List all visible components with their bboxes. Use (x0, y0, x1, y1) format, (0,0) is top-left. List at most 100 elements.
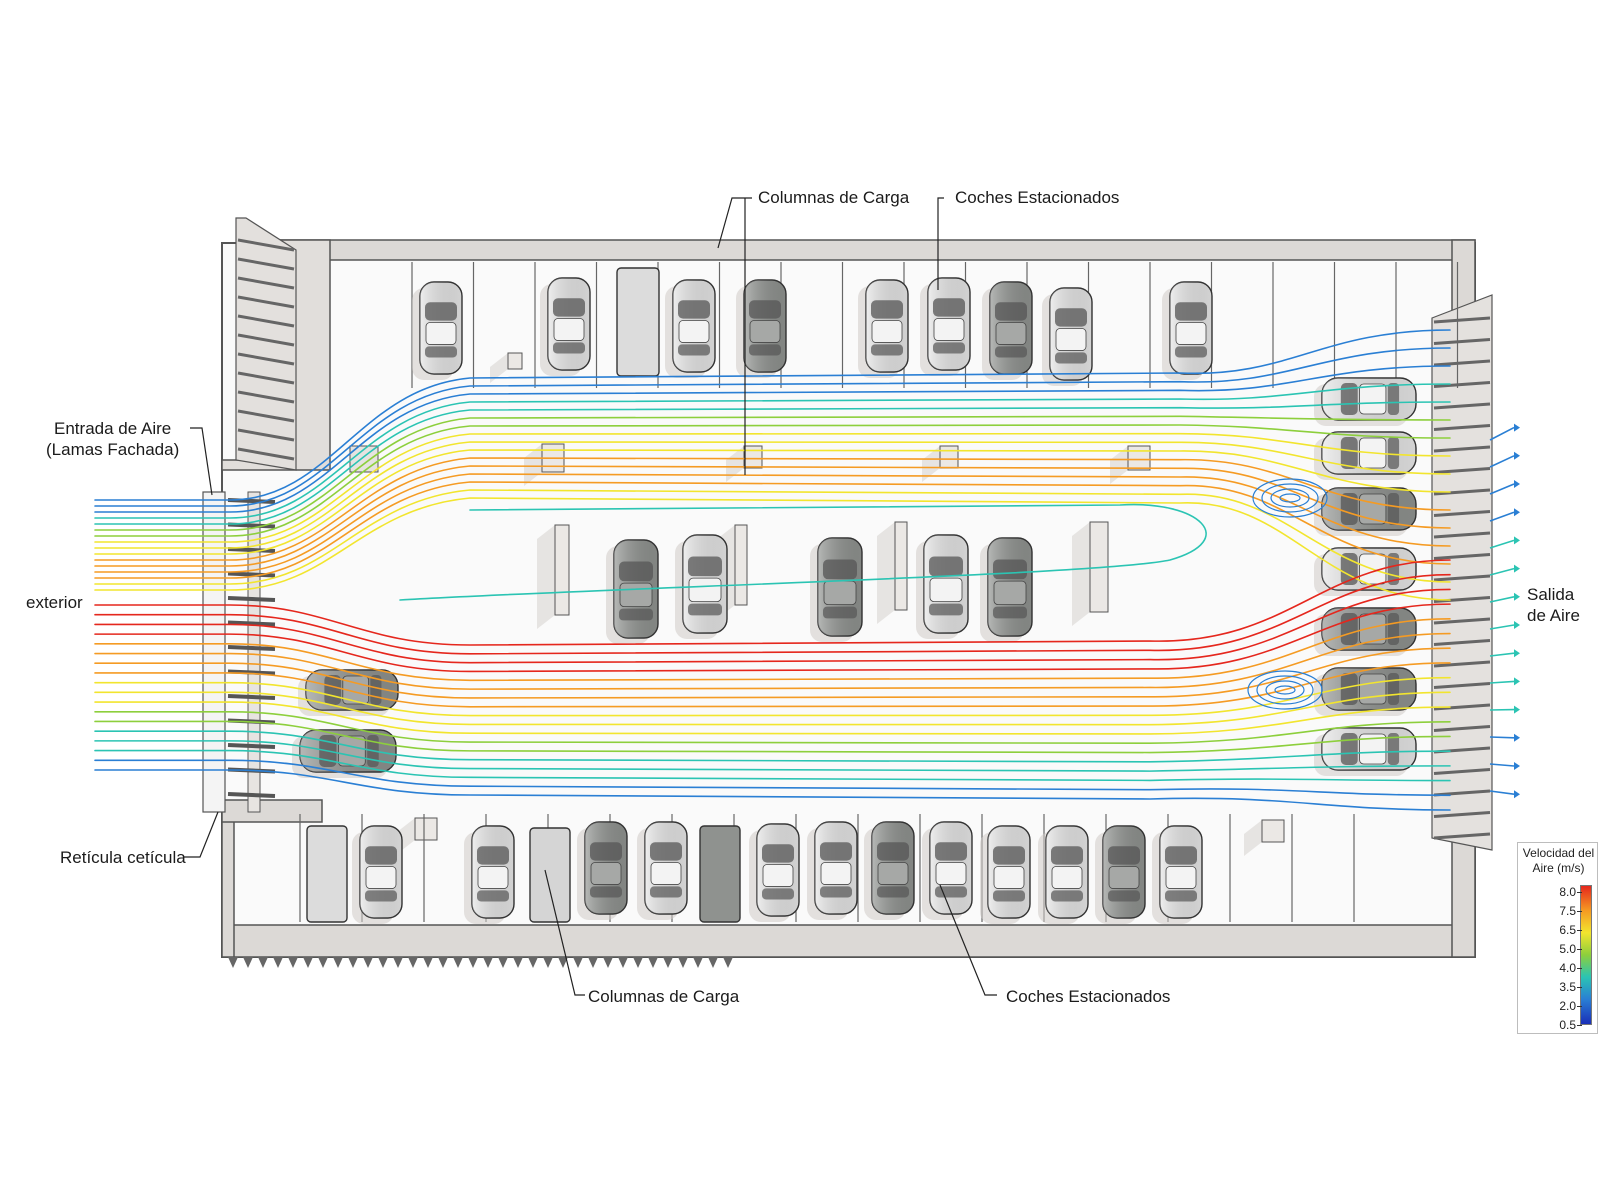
leader-top-cars (937, 197, 944, 290)
louvre-slat (237, 390, 295, 404)
grid-tooth (243, 957, 253, 968)
car-windshield (1340, 733, 1358, 765)
streamline (94, 769, 1451, 811)
streamline (94, 676, 1451, 717)
streamline (94, 618, 1451, 682)
outlet-arrows (1489, 423, 1520, 799)
car-roof (820, 862, 852, 885)
louvre-slat (237, 276, 295, 290)
legend-tick: 0.5 (1546, 1018, 1582, 1032)
grid-tooth (633, 957, 643, 968)
outlet-slat (1433, 574, 1491, 582)
car-rear-window (1387, 553, 1400, 585)
outlet-arrowhead (1514, 621, 1520, 629)
parked-car (1162, 281, 1213, 380)
grid-tooth (468, 957, 478, 968)
grid-tooth (528, 957, 538, 968)
grid-tooth (348, 957, 358, 968)
car-windshield (935, 842, 967, 861)
outlet-slat (1433, 381, 1491, 388)
inlet-frame (202, 491, 226, 813)
column-shadow (1110, 446, 1128, 484)
label-air-outlet-line2: de Aire (1527, 606, 1580, 625)
car-rear-window (871, 344, 903, 356)
grid-tooth (663, 957, 673, 968)
car-rear-window (1051, 890, 1083, 902)
outlet-slat (1433, 703, 1491, 711)
parked-car (920, 277, 971, 376)
car-rear-window (365, 890, 397, 902)
outlet-arrow (1489, 736, 1515, 739)
eddy-ring (1274, 685, 1296, 695)
outlet-arrowhead (1514, 480, 1520, 488)
grid-tooth (423, 957, 433, 968)
car-windshield (1340, 437, 1358, 469)
car-rear-window (553, 342, 585, 354)
louvre-slat (237, 238, 295, 252)
louvre-slat (237, 257, 295, 271)
parked-car (464, 825, 515, 924)
label-air-outlet: Salida de Aire (1527, 584, 1580, 626)
car-windshield (1108, 846, 1140, 865)
grid-tooth (333, 957, 343, 968)
louvre-slat (237, 295, 295, 309)
car-roof (823, 580, 857, 606)
outlet-arrow (1489, 790, 1515, 795)
streamline (94, 329, 1451, 501)
outlet-arrow (1489, 624, 1515, 630)
car-roof (1055, 328, 1087, 351)
legend-tick: 5.0 (1546, 942, 1582, 956)
grid-tooth (438, 957, 448, 968)
car-windshield (995, 302, 1027, 321)
car-roof (1108, 866, 1140, 889)
parked-car (922, 821, 973, 920)
column (507, 352, 523, 370)
parked-van (529, 827, 571, 923)
column-shadow (922, 446, 940, 482)
label-air-outlet-line1: Salida (1527, 585, 1575, 604)
outlet-arrow (1489, 596, 1515, 603)
outlet-slat (1433, 639, 1491, 646)
streamline (94, 710, 1451, 745)
streamline (94, 449, 1451, 555)
car-rear-window (935, 886, 967, 898)
car-rear-window (1387, 383, 1400, 415)
column-shadow (1072, 522, 1090, 626)
inlet-slat (227, 522, 276, 529)
car-rear-window (1055, 352, 1087, 364)
top-wall (269, 239, 1476, 261)
legend-tick: 8.0 (1546, 885, 1582, 899)
parked-van (306, 825, 348, 923)
legend-tick: 2.0 (1546, 999, 1582, 1013)
leader-bottom-cars (939, 884, 997, 996)
car-roof (688, 577, 722, 603)
car-windshield (365, 846, 397, 865)
streamline (94, 603, 1451, 673)
streamline (94, 415, 1451, 531)
streamline (94, 730, 1451, 763)
car-rear-window (1387, 733, 1400, 765)
car-roof (337, 735, 366, 767)
outlet-slat (1433, 617, 1491, 625)
parked-car (736, 279, 787, 378)
car-windshield (425, 302, 457, 321)
car-rear-window (425, 346, 457, 358)
parked-truck (616, 267, 660, 377)
car-roof (1175, 322, 1207, 345)
car-windshield (1340, 673, 1358, 705)
legend-title: Velocidad del Aire (m/s) (1518, 846, 1599, 876)
label-bottom-columns: Columnas de Carga (588, 987, 740, 1006)
car-rear-window (929, 603, 963, 616)
car-roof (871, 320, 903, 343)
streamline (94, 632, 1451, 690)
car-windshield (678, 300, 710, 319)
streamline (94, 749, 1451, 782)
car-rear-window (1387, 613, 1400, 645)
outlet-arrowhead (1514, 423, 1520, 432)
outlet-arrowhead (1514, 592, 1520, 601)
inlet-slat (227, 571, 276, 578)
louvre-slat (237, 314, 295, 328)
streamline (94, 365, 1451, 513)
streamline (94, 441, 1451, 549)
louvre-slat (237, 371, 295, 385)
